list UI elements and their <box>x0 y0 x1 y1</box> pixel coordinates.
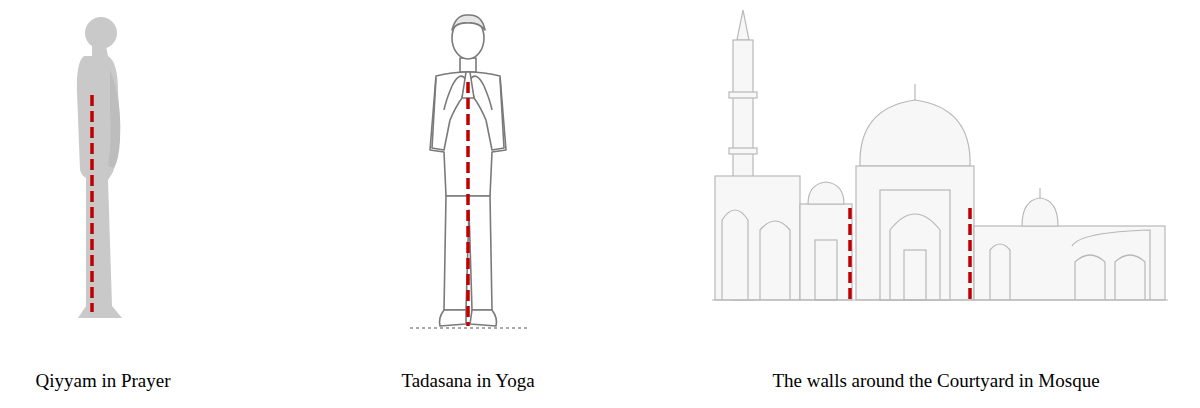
wall-line <box>848 208 852 300</box>
mosque-elevation <box>712 10 1168 300</box>
ground-line <box>410 328 528 329</box>
caption-label: Tadasana in Yoga <box>401 370 534 392</box>
yoga-figure <box>430 15 506 326</box>
axis-line <box>90 95 94 312</box>
axis-line <box>466 82 470 326</box>
praying-silhouette <box>77 17 122 318</box>
caption-label: Qiyyam in Prayer <box>35 370 170 392</box>
caption-label: The walls around the Courtyard in Mosque <box>772 370 1099 392</box>
wall-line <box>968 208 972 300</box>
